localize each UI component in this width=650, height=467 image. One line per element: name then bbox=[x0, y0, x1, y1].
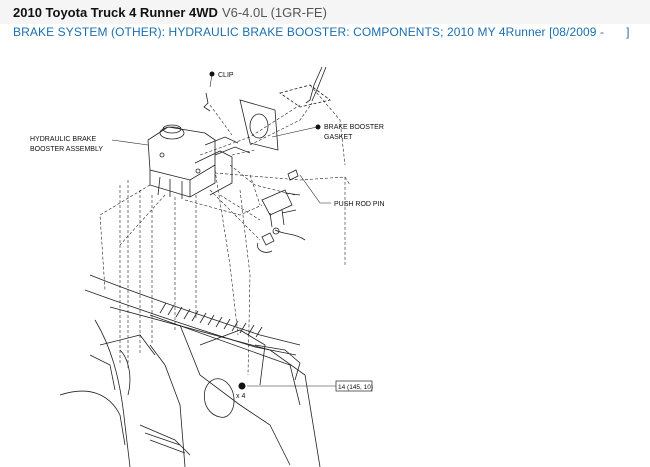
torque-box bbox=[335, 380, 373, 392]
clip-label: CLIP bbox=[218, 72, 234, 79]
vehicle-body-panel bbox=[59, 274, 321, 467]
section-title-close: ] bbox=[626, 25, 630, 39]
engine-spec: V6-4.0L (1GR-FE) bbox=[221, 5, 327, 20]
component-diagram: CLIP HYDRAULIC BRAKE BOOSTER ASSEMBLY BR… bbox=[30, 66, 385, 467]
torque-label: 14 (145, 10) bbox=[338, 384, 373, 391]
quantity-label: x 4 bbox=[236, 393, 245, 400]
push-rod-clevis bbox=[257, 169, 306, 253]
leader-lines bbox=[111, 73, 336, 387]
assembly-label-line2: BOOSTER ASSEMBLY bbox=[30, 146, 103, 153]
vehicle-name: 2010 Toyota Truck 4 Runner 4WD bbox=[13, 5, 218, 20]
assembly-label-line1: HYDRAULIC BRAKE bbox=[30, 136, 96, 143]
gasket-label-line2: GASKET bbox=[324, 134, 353, 141]
section-title-text: BRAKE SYSTEM (OTHER): HYDRAULIC BRAKE BO… bbox=[13, 25, 605, 39]
clip-part bbox=[203, 92, 211, 112]
hydraulic-brake-booster-assembly bbox=[147, 124, 251, 199]
pedal-linkage bbox=[279, 66, 331, 108]
gasket-label-line1: BRAKE BOOSTER bbox=[324, 124, 384, 131]
callout-markers bbox=[209, 71, 321, 390]
brake-booster-gasket bbox=[239, 99, 279, 151]
projection-lines bbox=[99, 84, 351, 376]
section-title[interactable]: BRAKE SYSTEM (OTHER): HYDRAULIC BRAKE BO… bbox=[13, 25, 630, 39]
push-rod-pin-label: PUSH ROD PIN bbox=[334, 201, 385, 208]
